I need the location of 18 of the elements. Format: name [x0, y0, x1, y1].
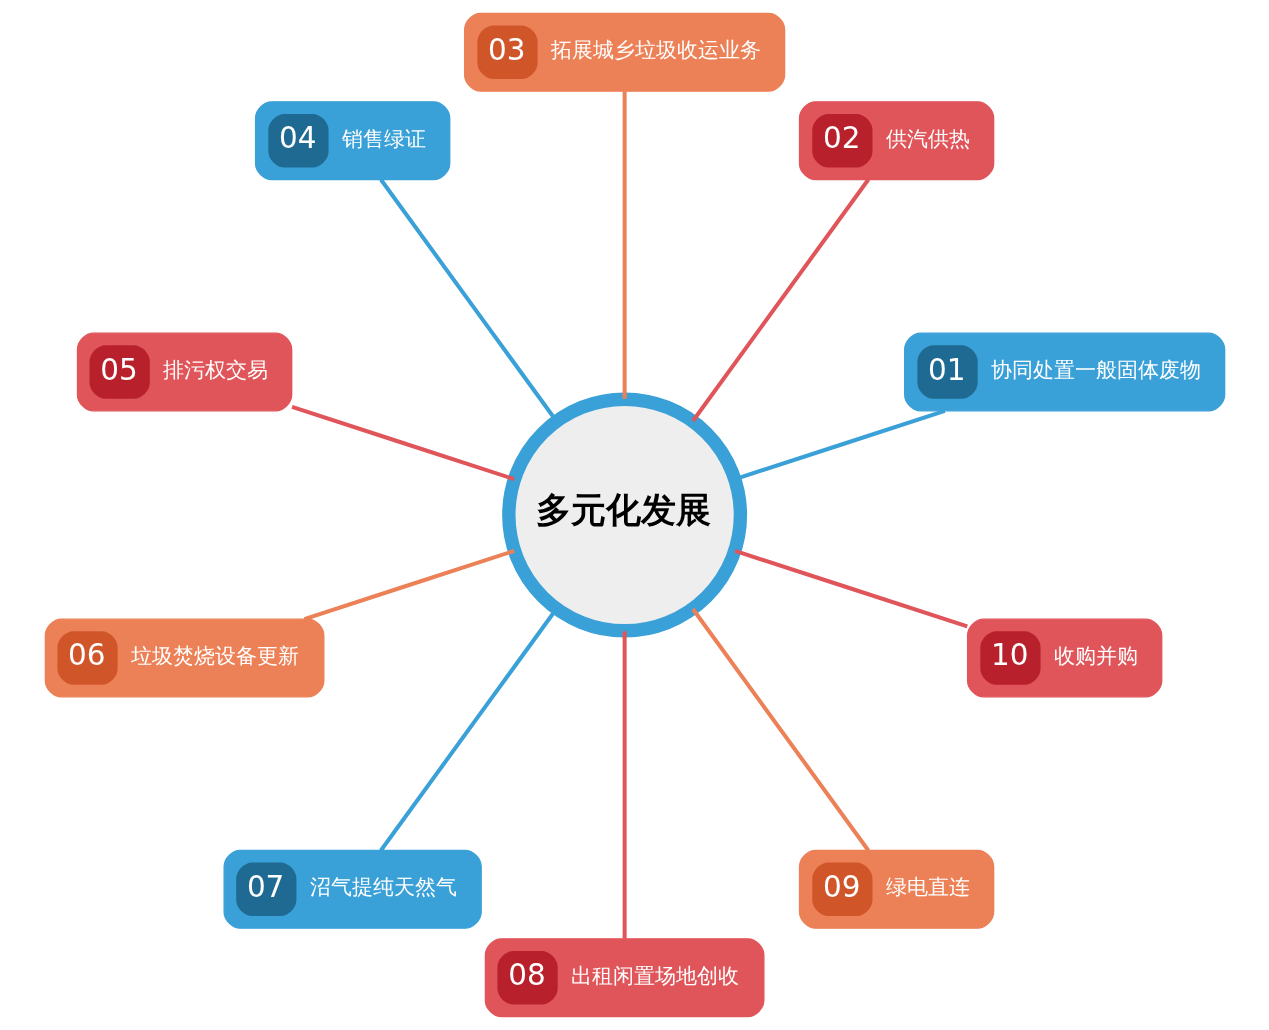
node-box: 10 收购并购 — [966, 618, 1162, 698]
connector — [303, 549, 515, 621]
connector — [690, 178, 870, 423]
connector — [290, 405, 515, 481]
node-box: 04 销售绿证 — [254, 101, 450, 181]
connector — [622, 91, 627, 399]
connector — [690, 607, 870, 852]
node-box: 03 拓展城乡垃圾收运业务 — [463, 12, 785, 92]
connector — [733, 549, 968, 629]
node-box: 02 供汽供热 — [798, 101, 994, 181]
node-box: 01 协同处置一般固体废物 — [903, 332, 1225, 412]
node-box: 05 排污权交易 — [76, 332, 292, 412]
node-circle: 多元化发展 — [501, 392, 747, 638]
node-box: 07 沼气提纯天然气 — [222, 849, 482, 929]
connector — [622, 631, 627, 939]
node-box: 08 出租闲置场地创收 — [484, 938, 764, 1018]
node-box: 06 垃圾焚烧设备更新 — [44, 618, 324, 698]
node-box: 09 绿电直连 — [798, 849, 994, 929]
